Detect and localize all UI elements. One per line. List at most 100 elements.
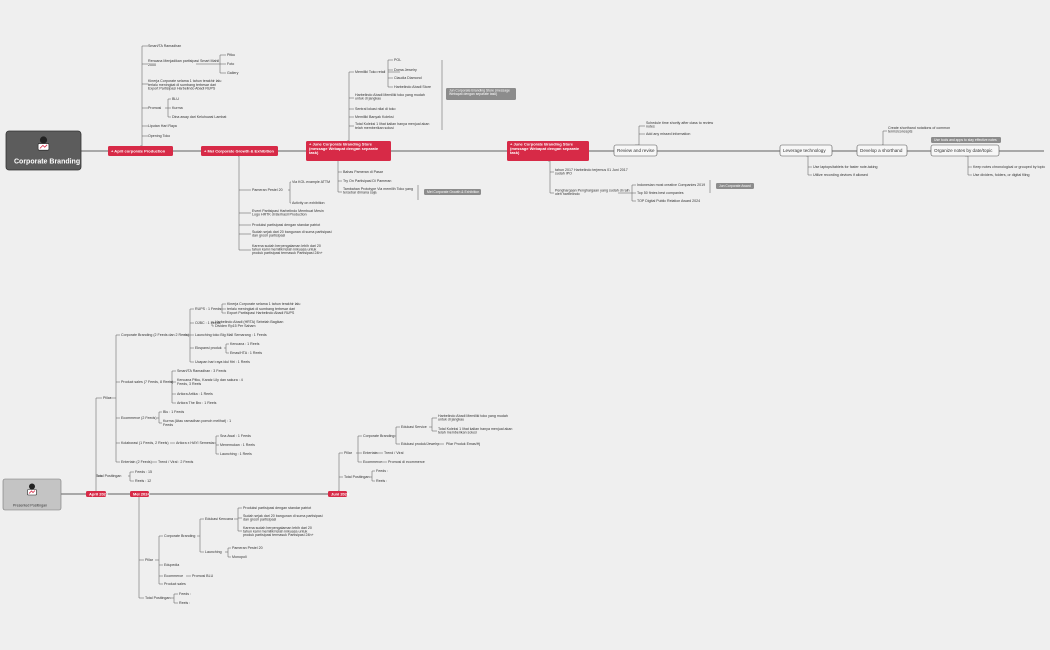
juni2-srv-item[interactable]: Total Koleksi 1 lihat kalian hanya menju…: [438, 427, 512, 435]
april2-ko-sub[interactable]: Launching : 1 Reels: [220, 452, 252, 456]
review-item[interactable]: Add any missed information: [646, 132, 690, 136]
april2-pillar[interactable]: Kolaborasi (1 Feeds, 2 Reels): [121, 441, 169, 445]
april2-ko-sub[interactable]: Sna Awal : 1 Feeds: [220, 434, 251, 438]
node-april-box[interactable]: [108, 146, 173, 156]
mei2-total-item[interactable]: Reels :: [179, 601, 190, 605]
mei2-ec-item[interactable]: Promosi BLU: [192, 574, 214, 578]
june1-sub-item[interactable]: Harbelindo Abadi Store: [394, 85, 431, 89]
grey-tag-june-box[interactable]: [446, 88, 516, 100]
april2-ps-item[interactable]: Artiora The Bro : 1 Reels: [177, 401, 217, 405]
april2-ps-item[interactable]: Artiora Artika : 1 Reels: [177, 392, 213, 396]
mei2-lau-item[interactable]: Pameran Pestel 20: [232, 546, 263, 550]
mei2-cb-item[interactable]: Launching: [205, 550, 222, 554]
april2-cb-item[interactable]: Ucapan hari raya idul fitri : 1 Reels: [195, 360, 250, 364]
node-leverage-box[interactable]: [779, 144, 833, 157]
mei-sub-item[interactable]: Via KOL example ATTM: [292, 180, 330, 184]
june2-sub-item[interactable]: TOP Digital Public Relation Award 2024: [637, 199, 700, 203]
april2-item[interactable]: Total Positingan: [96, 474, 121, 478]
april2-ps-item[interactable]: Smart/TA Ramadhan : 3 Feeds: [177, 369, 226, 373]
april2-cb-item[interactable]: RUPS : 1 Feeds: [195, 307, 221, 311]
june2-sub-item[interactable]: Top 50 fintes best companies: [637, 191, 684, 195]
node2-june-box[interactable]: [328, 491, 347, 497]
juni2-ec-item[interactable]: Promosi di ecommerce: [388, 460, 425, 464]
node-shorthand[interactable]: Develop a shorthand: [860, 148, 903, 153]
june1-item[interactable]: Total Koleksi 1 lihat kalian hanya menju…: [355, 122, 429, 130]
june1-item[interactable]: Memiliki Toko retail: [355, 70, 385, 74]
mei2-pillar[interactable]: Product sales: [164, 582, 186, 586]
june2-sub-item[interactable]: Indonesian most creative Companies 2019: [637, 183, 705, 187]
mei-item[interactable]: Karena sudah berpengalaman lebih dari 20…: [252, 244, 323, 255]
april2-ojbc-item[interactable]: Harbelindo Abadi (HRTA) Sebelah Bagikan: [215, 320, 283, 324]
april2-pillar[interactable]: Ecommerce (2 Feeds): [121, 416, 157, 420]
april2-ko-sub[interactable]: Menemukan : 1 Reels: [220, 443, 255, 447]
june1-item[interactable]: Sentral lokasi nilai di toko: [355, 107, 396, 111]
april-sub-item[interactable]: BLU: [172, 97, 179, 101]
mei2-item[interactable]: Total Positingan: [145, 596, 170, 600]
april-sub-item[interactable]: Pitku: [227, 53, 235, 57]
april-sub-item[interactable]: Dina away dari Keluhuwai Lambat: [172, 115, 226, 119]
april2-cb-item[interactable]: Launching toko Big Mall Semarang : 1 Fee…: [195, 333, 267, 337]
node-organize[interactable]: Organize notes by date/topic: [934, 148, 993, 153]
april-item[interactable]: Smart/TA Ramadhan: [148, 44, 181, 48]
grey-tag-award[interactable]: Jun Corporate Award: [719, 184, 751, 188]
mei2-item[interactable]: Pillar: [145, 558, 154, 562]
april-item[interactable]: Promosi: [148, 106, 161, 110]
juni2-cb-item[interactable]: Edukasi produk/Jewelry: [401, 442, 439, 446]
node2-april-box[interactable]: [86, 491, 106, 497]
mei-item[interactable]: Produksi partisipasi dengan standar patr…: [252, 223, 320, 227]
june1-item[interactable]: Memiliki Banyak Koleksi: [355, 115, 394, 119]
june2-item[interactable]: Penghargaan Penghargaan yang sudah di ra…: [555, 189, 630, 197]
node-june-1-box[interactable]: [306, 141, 391, 161]
grey-tag-award-box[interactable]: [716, 183, 754, 189]
mei2-lau-item[interactable]: Monopoli: [232, 555, 247, 559]
leverage-item[interactable]: Utilize recording devices if allowed: [813, 173, 868, 177]
june1-item[interactable]: Tambahan Prototype Via memilih Toko yang…: [343, 187, 413, 195]
node-mei-box[interactable]: [201, 146, 278, 156]
node-june-1[interactable]: + June Corporate Branding Store(message …: [309, 142, 379, 155]
june1-sub-item[interactable]: Claudia Diamond: [394, 76, 422, 80]
node-june-2[interactable]: + June Corporate Branding Store(message …: [510, 142, 580, 155]
april2-eksp-item[interactable]: Emas/HTA : 1 Reels: [230, 351, 262, 355]
april-sub-item[interactable]: Foto: [227, 62, 234, 66]
april2-cb-item[interactable]: OJBC : 1 Feeds: [195, 321, 221, 325]
juni2-cb-item[interactable]: Edukasi Service: [401, 425, 427, 429]
mei2-pillar[interactable]: Ecommerce: [164, 574, 183, 578]
juni2-prd-item[interactable]: Pilar Produk Emas/Hj: [446, 442, 480, 446]
node-review[interactable]: Review and revise: [617, 148, 655, 153]
grey-tag-mei-box[interactable]: [424, 189, 481, 195]
grey-tag-tools[interactable]: Use tools and apps to stay effective not…: [934, 138, 997, 142]
mei-item[interactable]: Event Partisipasi Harbelindo Membuat Mes…: [252, 209, 324, 217]
april2-en-item[interactable]: Trend / Viral : 2 Feeds: [158, 460, 194, 464]
april2-eksp-item[interactable]: Kencana : 1 Reels: [230, 342, 260, 346]
april2-ps-item[interactable]: Kencana Pitku, Karatz Lily dan sakura : …: [177, 378, 243, 386]
april-sub-item[interactable]: Gallery: [227, 71, 239, 75]
organize-item[interactable]: Keep notes chronological or grouped by t…: [973, 165, 1045, 169]
april-sub-item[interactable]: Kurma: [172, 106, 183, 110]
april2-cb-item[interactable]: Ekspansi produk: [195, 346, 222, 350]
review-item[interactable]: Schedule time shortly after class to rev…: [646, 121, 714, 129]
april2-item[interactable]: Pillar: [103, 396, 112, 400]
juni2-item[interactable]: Pillar: [344, 451, 353, 455]
node2-mei-box[interactable]: [130, 491, 149, 497]
juni2-pillar[interactable]: Entertain: [363, 451, 377, 455]
juni2-pillar[interactable]: Ecommerce: [363, 460, 382, 464]
node-april[interactable]: + April corporate Production: [111, 148, 166, 153]
april-item[interactable]: Liputan Hari Raya: [148, 124, 177, 128]
june1-sub-item[interactable]: POL: [394, 58, 401, 62]
node-review-box[interactable]: [613, 144, 658, 157]
april2-rups-item[interactable]: Kinerja Corporate selama 1 tahun terakhi…: [227, 302, 300, 306]
root-node-label[interactable]: Corporate Branding: [14, 159, 80, 166]
mei-item[interactable]: Sudah sejak dari 20 bangunan di suma par…: [252, 230, 332, 238]
mei2-cb-item[interactable]: Edukasi Kencana: [205, 517, 233, 521]
node-june-2-box[interactable]: [507, 141, 589, 161]
juni2-item[interactable]: Total Positingan: [344, 475, 369, 479]
node-mei[interactable]: + Mei Corporate Growth & Exhibition: [204, 148, 274, 153]
mei2-pillar[interactable]: Corporate Branding: [164, 534, 195, 538]
juni2-pillar[interactable]: Corporate Branding: [363, 434, 394, 438]
june1-sub-item[interactable]: Doma Jewelry: [394, 68, 417, 72]
april2-ec-item[interactable]: Blu : 1 Feeds: [163, 410, 184, 414]
june2-item[interactable]: tahun 2017 Harbelindo terjemus 01 Juni 2…: [555, 168, 628, 176]
node-shorthand-box[interactable]: [856, 144, 908, 157]
